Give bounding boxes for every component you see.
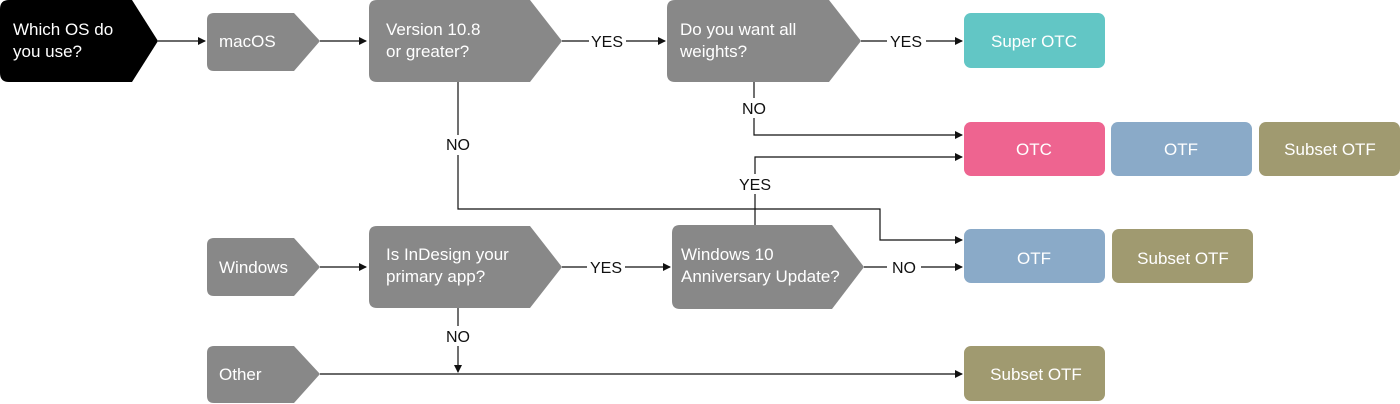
other-node-label: Other (219, 365, 262, 384)
windows-node-shape (207, 238, 320, 296)
outcome-otf-row3-box (964, 229, 1105, 283)
outcome-otf-row2-box (1111, 122, 1252, 176)
edge-label-version-yes: YES (591, 34, 623, 51)
outcome-subset-row4: Subset OTF (964, 346, 1105, 401)
outcome-subset-row4-label: Subset OTF (990, 365, 1082, 384)
edge-label-weights-no: NO (742, 101, 766, 118)
edge-label-weights-yes: YES (890, 34, 922, 51)
outcome-otc: OTC (964, 122, 1105, 176)
start-node-line2: you use? (13, 42, 82, 61)
start-node: Which OS do you use? (0, 0, 158, 82)
macos-node-shape (207, 13, 320, 71)
edge-label-win10-yes: YES (739, 177, 771, 194)
outcome-super-otc-box (964, 13, 1105, 68)
version-node: Version 10.8 or greater? (369, 0, 562, 82)
outcome-otf-row3: OTF (964, 229, 1105, 283)
win10-node-line2: Anniversary Update? (681, 267, 840, 286)
windows-node-label: Windows (219, 258, 288, 277)
indesign-node-line2: primary app? (386, 267, 485, 286)
version-node-line1: Version 10.8 (386, 20, 481, 39)
outcome-otf-row2: OTF (1111, 122, 1252, 176)
weights-node-line2: weights? (679, 42, 747, 61)
edge-weights-no-to-otc (753, 82, 962, 135)
outcome-subset-row2: Subset OTF (1259, 122, 1400, 176)
weights-node-line1: Do you want all (680, 20, 796, 39)
weights-node: Do you want all weights? (667, 0, 861, 82)
edge-label-win10-no: NO (892, 260, 916, 277)
outcome-subset-row2-label: Subset OTF (1284, 140, 1376, 159)
macos-node: macOS (207, 13, 320, 71)
win10-node-shape (672, 225, 864, 309)
edge-win10-yes-to-otc (754, 157, 962, 225)
edges (158, 41, 962, 374)
outcome-super-otc-label: Super OTC (991, 32, 1077, 51)
start-node-line1: Which OS do (13, 20, 113, 39)
macos-node-label: macOS (219, 32, 276, 51)
other-node-shape (207, 346, 320, 403)
indesign-node-line1: Is InDesign your (386, 245, 509, 264)
outcome-subset-row3: Subset OTF (1112, 229, 1253, 283)
windows-node: Windows (207, 238, 320, 296)
outcome-otc-label: OTC (1016, 140, 1052, 159)
version-node-shape (369, 0, 562, 82)
outcome-otf-row2-label: OTF (1164, 140, 1198, 159)
edge-label-indesign-no: NO (446, 329, 470, 346)
outcome-subset-row2-box (1259, 122, 1400, 176)
outcome-subset-row4-box (964, 346, 1105, 401)
edge-version-no-to-otf (457, 82, 962, 240)
edge-label-indesign-yes: YES (590, 260, 622, 277)
indesign-node-shape (369, 226, 562, 308)
outcome-otf-row3-label: OTF (1017, 249, 1051, 268)
weights-node-shape (667, 0, 861, 82)
edge-labels: YES YES NO NO YES YES NO NO (446, 34, 922, 346)
outcome-subset-row3-label: Subset OTF (1137, 249, 1229, 268)
outcome-super-otc: Super OTC (964, 13, 1105, 68)
outcome-subset-row3-box (1112, 229, 1253, 283)
win10-node: Windows 10 Anniversary Update? (672, 225, 864, 309)
version-node-line2: or greater? (386, 42, 469, 61)
indesign-node: Is InDesign your primary app? (369, 226, 562, 308)
other-node: Other (207, 346, 320, 403)
edge-label-version-no: NO (446, 137, 470, 154)
start-node-shape (0, 0, 158, 82)
win10-node-line1: Windows 10 (681, 245, 774, 264)
outcome-otc-box (964, 122, 1105, 176)
